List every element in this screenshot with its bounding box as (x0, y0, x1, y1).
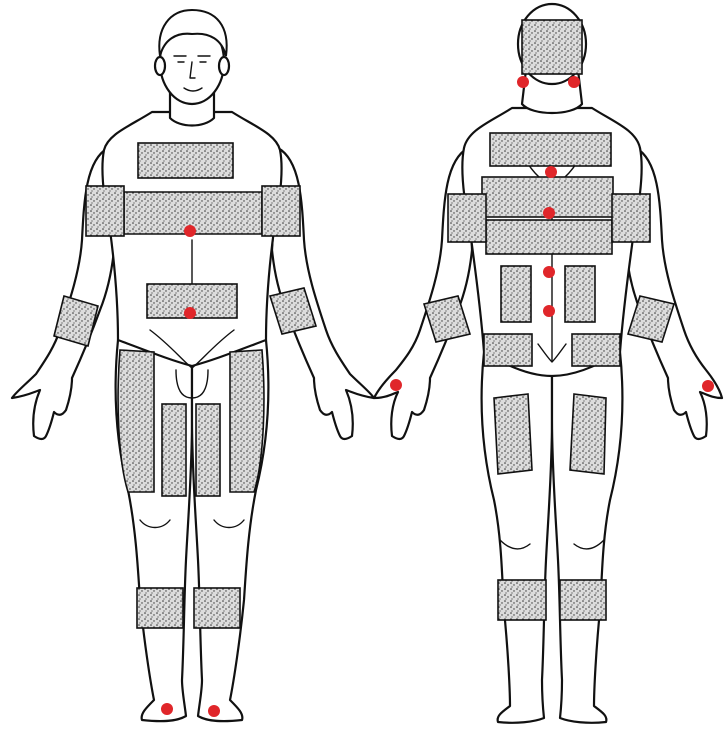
back-marker-spine-mid (543, 207, 555, 219)
back-marker-spine-lower-1 (543, 266, 555, 278)
back-patch-thigh-back-right (570, 394, 606, 474)
front-marker-navel (184, 307, 196, 319)
back-patch-thigh-back-left (494, 394, 532, 474)
back-marker-hand-right (702, 380, 714, 392)
front-patch-thigh-outer-left (118, 350, 154, 492)
front-patch-thigh-front-right (196, 404, 220, 496)
front-patch-upper-arm-left (86, 186, 124, 236)
back-marker-neck-left (517, 76, 529, 88)
back-marker-neck-right (568, 76, 580, 88)
back-figure (374, 4, 722, 723)
back-marker-hand-left (390, 379, 402, 391)
back-patch-head-back (522, 20, 582, 74)
back-patch-calf-right (560, 580, 606, 620)
back-patch-lower-back-left (501, 266, 531, 322)
back-patch-buttock-right (572, 334, 620, 366)
front-ear-right (219, 57, 229, 75)
front-marker-foot-left (161, 703, 173, 715)
front-patch-thigh-front-left (162, 404, 186, 496)
back-arm-left (374, 148, 472, 439)
back-patch-calf-left (498, 580, 546, 620)
front-patch-upper-arm-right (262, 186, 300, 236)
back-patch-lower-back-right (565, 266, 595, 322)
back-marker-spine-lower-2 (543, 305, 555, 317)
front-ear-left (155, 57, 165, 75)
back-patch-upper-arm-left (448, 194, 486, 242)
front-patch-shin-left (137, 588, 183, 628)
back-patch-band (486, 220, 612, 254)
back-patch-upper-back (490, 133, 611, 166)
back-patch-upper-arm-right (612, 194, 650, 242)
back-marker-spine-upper (545, 166, 557, 178)
back-patch-buttock-left (484, 334, 532, 366)
front-figure (12, 10, 374, 721)
front-patch-chest-upper (138, 143, 233, 178)
front-marker-sternum (184, 225, 196, 237)
front-marker-foot-right (208, 705, 220, 717)
front-patch-forearm-left (54, 296, 98, 346)
front-patch-thigh-outer-right (230, 350, 264, 492)
front-patch-shin-right (194, 588, 240, 628)
